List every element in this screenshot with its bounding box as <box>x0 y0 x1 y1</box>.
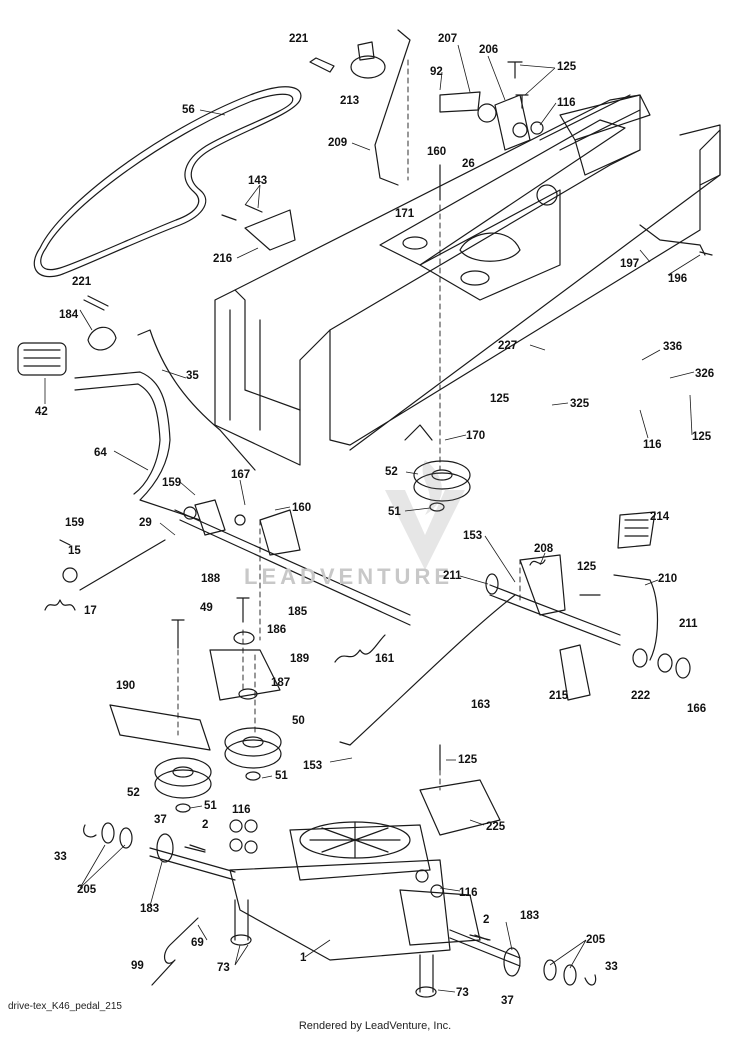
callout-label: 211 <box>679 618 698 630</box>
callout-label: 325 <box>570 398 590 410</box>
pedal-rod <box>74 371 201 521</box>
callout-label: 160 <box>427 146 447 158</box>
callout-label: 51 <box>204 800 217 812</box>
callout-label: 37 <box>501 995 514 1007</box>
callout-label: 209 <box>328 137 348 149</box>
callout-label: 125 <box>577 561 597 573</box>
callout-label: 213 <box>340 95 360 107</box>
callout-label: 92 <box>430 66 443 78</box>
drive-belt <box>33 86 302 278</box>
transaxle-assembly <box>149 819 521 998</box>
callout-label: 2 <box>202 819 209 831</box>
diagram-code: drive-tex_K46_pedal_215 <box>8 1001 122 1012</box>
callout-label: 167 <box>231 469 251 481</box>
callout-label: 184 <box>59 309 79 321</box>
callout-label: 216 <box>213 253 233 265</box>
callout-label: 183 <box>520 910 540 922</box>
callout-label: 221 <box>289 33 309 45</box>
callout-label: 186 <box>267 624 287 636</box>
callout-label: 185 <box>288 606 308 618</box>
callout-label: 35 <box>186 370 199 382</box>
callout-label: 188 <box>201 573 221 585</box>
callout-label: 26 <box>462 158 475 170</box>
callout-label: 116 <box>459 887 478 899</box>
callout-label: 166 <box>687 703 707 715</box>
callout-label: 190 <box>116 680 136 692</box>
callout-label: 125 <box>557 61 577 73</box>
callout-label: 187 <box>271 677 291 689</box>
callout-label: 159 <box>162 477 182 489</box>
idler-pulleys <box>154 460 471 813</box>
callout-label: 52 <box>127 787 140 799</box>
callout-label: 197 <box>620 258 640 270</box>
callout-label: 1 <box>300 952 307 964</box>
callout-label: 125 <box>458 754 478 766</box>
watermark-text: LEADVENTURE <box>244 564 454 589</box>
callout-label: 163 <box>471 699 491 711</box>
callout-label: 42 <box>35 406 48 418</box>
callout-label: 210 <box>658 573 678 585</box>
callout-label: 51 <box>388 506 401 518</box>
callout-label: 73 <box>217 962 230 974</box>
callout-label: 214 <box>650 511 670 523</box>
callout-label: 227 <box>498 340 518 352</box>
callout-label: 159 <box>65 517 85 529</box>
callout-label: 170 <box>466 430 486 442</box>
callout-label: 17 <box>84 605 97 617</box>
chassis-frame <box>214 94 721 466</box>
callout-label: 189 <box>290 653 310 665</box>
callout-label: 336 <box>663 341 683 353</box>
callout-label: 143 <box>248 175 268 187</box>
callout-label: 73 <box>456 987 469 999</box>
callout-label: 326 <box>695 368 715 380</box>
flame-v-logo-icon <box>385 460 465 570</box>
callout-label: 15 <box>68 545 81 557</box>
rendered-by-credit: Rendered by LeadVenture, Inc. <box>298 1020 452 1032</box>
callout-label: 222 <box>631 690 651 702</box>
callout-label: 160 <box>292 502 312 514</box>
callout-label: 49 <box>200 602 213 614</box>
callout-label: 161 <box>375 653 395 665</box>
callout-label: 64 <box>94 447 107 459</box>
callout-label: 33 <box>54 851 67 863</box>
callout-label: 208 <box>534 543 554 555</box>
callout-label: 116 <box>232 804 251 816</box>
callout-label: 225 <box>486 821 506 833</box>
callout-label: 2 <box>483 914 490 926</box>
callout-label: 207 <box>438 33 458 45</box>
callout-label: 116 <box>643 439 662 451</box>
callout-label: 211 <box>443 570 462 582</box>
callout-label: 171 <box>395 208 415 220</box>
callout-label: 50 <box>292 715 305 727</box>
callout-label: 51 <box>275 770 288 782</box>
callout-label: 215 <box>549 690 569 702</box>
callout-label: 125 <box>692 431 712 443</box>
callout-label: 196 <box>668 273 688 285</box>
callout-label: 33 <box>605 961 618 973</box>
callout-label: 183 <box>140 903 160 915</box>
callout-label: 205 <box>586 934 606 946</box>
lift-rod <box>374 29 411 186</box>
callout-label: 221 <box>72 276 92 288</box>
callout-label: 52 <box>385 466 398 478</box>
callout-label: 205 <box>77 884 97 896</box>
callout-label: 29 <box>139 517 152 529</box>
callout-label: 56 <box>182 104 195 116</box>
callout-label: 125 <box>490 393 510 405</box>
callout-label: 37 <box>154 814 167 826</box>
callout-label: 116 <box>557 97 576 109</box>
callout-label: 69 <box>191 937 204 949</box>
callout-label: 206 <box>479 44 499 56</box>
callout-label: 153 <box>463 530 483 542</box>
callout-label: 153 <box>303 760 323 772</box>
callout-label: 99 <box>131 960 144 972</box>
